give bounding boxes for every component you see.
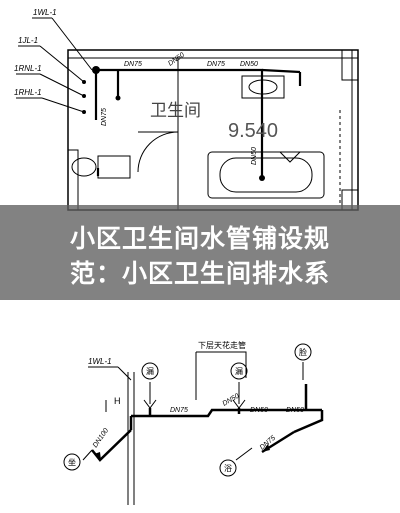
symbol-drain-1: 漏 [146, 366, 154, 376]
pipe-label-6: DN50 [251, 147, 258, 165]
symbol-drain-2: 漏 [235, 366, 243, 376]
title-line-2: 范：小区卫生间排水系 [69, 259, 330, 288]
floor-elevation: 9.540 [228, 120, 278, 142]
room-name: 卫生间 [150, 101, 201, 121]
riser-pipe-label-5: DN50 [286, 407, 304, 414]
symbol-basin: 脸 [299, 347, 307, 357]
riser-pipe-label-1: DN100 [92, 427, 110, 449]
ceiling-note: 下层天花走管 [198, 340, 246, 350]
riser-tag-rnl: 1RNL-1 [14, 64, 42, 73]
riser-tag-wl: 1WL-1 [33, 8, 57, 17]
pipe-label-1: DN75 [124, 61, 142, 68]
riser-diagram: 1WL-1 H 下层天花走管 漏 漏 脸 坐 浴 DN100 DN75 DN50… [0, 300, 400, 513]
riser-tag-rhl: 1RHL-1 [14, 88, 42, 97]
title-banner: 小区卫生间水管铺设规 范：小区卫生间排水系 [0, 205, 400, 300]
riser-pipe-label-4: DN50 [250, 407, 268, 414]
symbol-bath: 浴 [224, 463, 232, 473]
pipe-label-5: DN75 [101, 108, 108, 126]
height-mark: H [114, 396, 121, 406]
bathroom-plan-drawing: 1WL-1 1JL-1 1RNL-1 1RHL-1 卫生间 9.540 DN75… [0, 0, 400, 230]
title-line-1: 小区卫生间水管铺设规 [69, 224, 330, 253]
pipe-label-2: DN50 [167, 52, 186, 68]
symbol-toilet: 坐 [68, 458, 76, 467]
pipe-label-4: DN50 [240, 61, 258, 68]
riser-pipe-label-2: DN75 [170, 407, 188, 414]
riser-tag-jl: 1JL-1 [18, 36, 38, 45]
stack-tag: 1WL-1 [88, 357, 112, 366]
pipe-label-3: DN75 [207, 61, 225, 68]
